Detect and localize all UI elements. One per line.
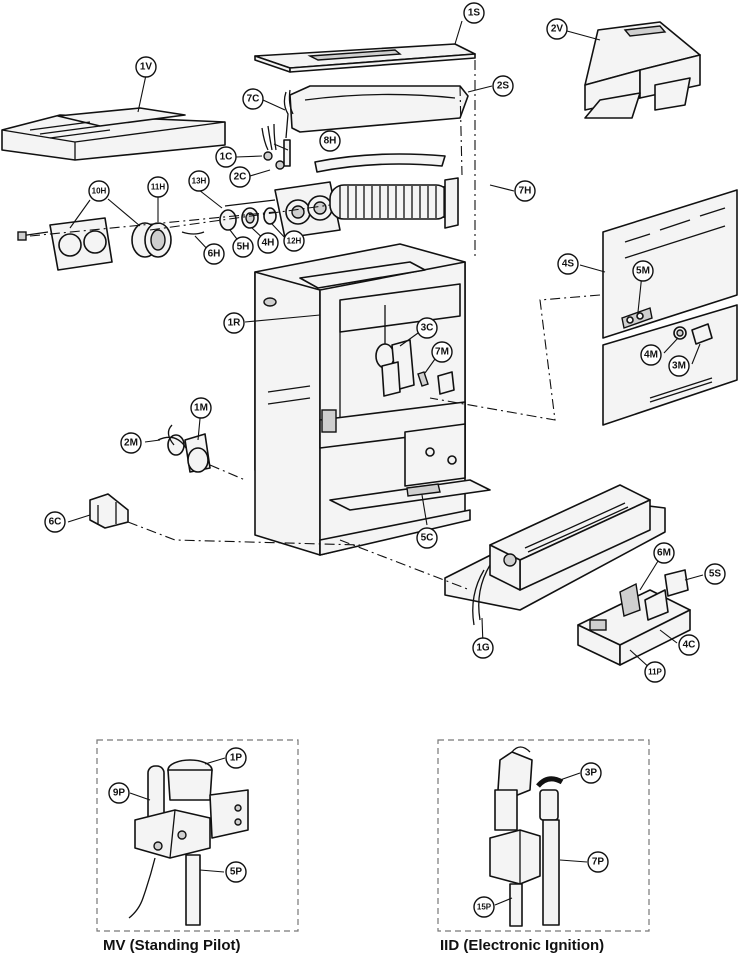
- callout-1C: 1C: [215, 146, 237, 168]
- callout-7C: 7C: [242, 88, 264, 110]
- callout-4S: 4S: [557, 253, 579, 275]
- callout-1M: 1M: [190, 397, 212, 419]
- jacket-top-part: [1, 107, 226, 161]
- svg-text:5C: 5C: [421, 533, 434, 544]
- svg-text:2M: 2M: [124, 438, 138, 449]
- callout-3P: 3P: [580, 762, 602, 784]
- cabinet-frame-part: [254, 243, 491, 556]
- sensor-wires: [261, 89, 294, 170]
- svg-text:5M: 5M: [636, 266, 650, 277]
- connection-lines: [127, 60, 601, 591]
- front-panel-upper-part: [602, 189, 738, 339]
- callout-1R: 1R: [223, 312, 245, 334]
- svg-text:13H: 13H: [192, 177, 207, 186]
- callout-8H: 8H: [319, 130, 341, 152]
- callout-13H: 13H: [188, 170, 210, 192]
- callout-12H: 12H: [283, 230, 305, 252]
- svg-text:11H: 11H: [151, 183, 165, 192]
- callout-7P: 7P: [587, 851, 609, 873]
- svg-text:1P: 1P: [230, 753, 243, 764]
- callout-6H: 6H: [203, 243, 225, 265]
- top-cover-part: [254, 43, 476, 73]
- inset-mv-standing-pilot: [96, 739, 299, 932]
- callout-6C: 6C: [44, 511, 66, 533]
- callout-5H: 5H: [232, 236, 254, 258]
- svg-text:1M: 1M: [194, 403, 208, 414]
- svg-text:6C: 6C: [49, 517, 62, 528]
- callout-4H: 4H: [257, 232, 279, 254]
- svg-text:9P: 9P: [113, 788, 126, 799]
- svg-text:5P: 5P: [230, 867, 243, 878]
- svg-text:3M: 3M: [672, 361, 686, 372]
- control-knob-parts: [673, 323, 713, 345]
- callout-2M: 2M: [120, 432, 142, 454]
- bracket-6c-part: [89, 493, 129, 529]
- svg-text:6M: 6M: [657, 548, 671, 559]
- svg-text:2V: 2V: [551, 24, 564, 35]
- callout-2C: 2C: [229, 166, 251, 188]
- heat-exchanger-part: [274, 153, 459, 239]
- callout-5P: 5P: [225, 861, 247, 883]
- callout-2V: 2V: [546, 18, 568, 40]
- callout-11H: 11H: [147, 176, 169, 198]
- svg-text:8H: 8H: [324, 136, 337, 147]
- svg-text:1C: 1C: [220, 152, 233, 163]
- svg-text:1S: 1S: [468, 8, 481, 19]
- callout-5M: 5M: [632, 260, 654, 282]
- svg-text:4C: 4C: [683, 640, 696, 651]
- callout-4C: 4C: [678, 634, 700, 656]
- svg-text:11P: 11P: [648, 668, 662, 677]
- svg-text:3C: 3C: [421, 323, 434, 334]
- callout-11P: 11P: [644, 661, 666, 683]
- svg-text:2S: 2S: [497, 81, 510, 92]
- inset-iid-electronic-ignition: [437, 739, 650, 932]
- svg-text:1G: 1G: [476, 643, 490, 654]
- svg-text:2C: 2C: [234, 172, 247, 183]
- svg-text:1R: 1R: [228, 318, 242, 329]
- svg-text:12H: 12H: [287, 237, 302, 246]
- svg-text:10H: 10H: [92, 187, 107, 196]
- callout-3C: 3C: [416, 317, 438, 339]
- callout-6M: 6M: [653, 542, 675, 564]
- ignition-module-part: [577, 569, 691, 666]
- callout-7M: 7M: [431, 341, 453, 363]
- control-bracket-part: [375, 339, 455, 397]
- callout-9P: 9P: [108, 782, 130, 804]
- svg-text:7C: 7C: [247, 94, 260, 105]
- callout-10H: 10H: [88, 180, 110, 202]
- callout-1P: 1P: [225, 747, 247, 769]
- svg-text:4H: 4H: [262, 238, 275, 249]
- pilot-knob-part: [157, 424, 211, 473]
- svg-text:1V: 1V: [140, 62, 153, 73]
- callout-2S: 2S: [492, 75, 514, 97]
- flue-collector-part: [289, 85, 469, 133]
- header-gasket-parts: [17, 199, 277, 271]
- callout-5C: 5C: [416, 527, 438, 549]
- iid-caption: IID (Electronic Ignition): [440, 937, 604, 954]
- callout-15P: 15P: [473, 896, 495, 918]
- burner-tray-part: [444, 484, 666, 626]
- svg-text:5S: 5S: [709, 569, 722, 580]
- vent-hood-part: [584, 21, 701, 119]
- svg-text:7H: 7H: [519, 186, 532, 197]
- svg-text:4S: 4S: [562, 259, 575, 270]
- callout-1G: 1G: [472, 637, 494, 659]
- callout-3M: 3M: [668, 355, 690, 377]
- svg-text:7P: 7P: [592, 857, 605, 868]
- svg-text:6H: 6H: [208, 249, 221, 260]
- callout-7H: 7H: [514, 180, 536, 202]
- svg-text:4M: 4M: [644, 350, 658, 361]
- callout-4M: 4M: [640, 344, 662, 366]
- callout-1V: 1V: [135, 56, 157, 78]
- mv-caption: MV (Standing Pilot): [103, 937, 240, 954]
- svg-text:7M: 7M: [435, 347, 449, 358]
- svg-text:15P: 15P: [477, 903, 492, 912]
- svg-text:3P: 3P: [585, 768, 598, 779]
- svg-text:5H: 5H: [237, 242, 250, 253]
- callout-1S: 1S: [463, 2, 485, 24]
- callout-5S: 5S: [704, 563, 726, 585]
